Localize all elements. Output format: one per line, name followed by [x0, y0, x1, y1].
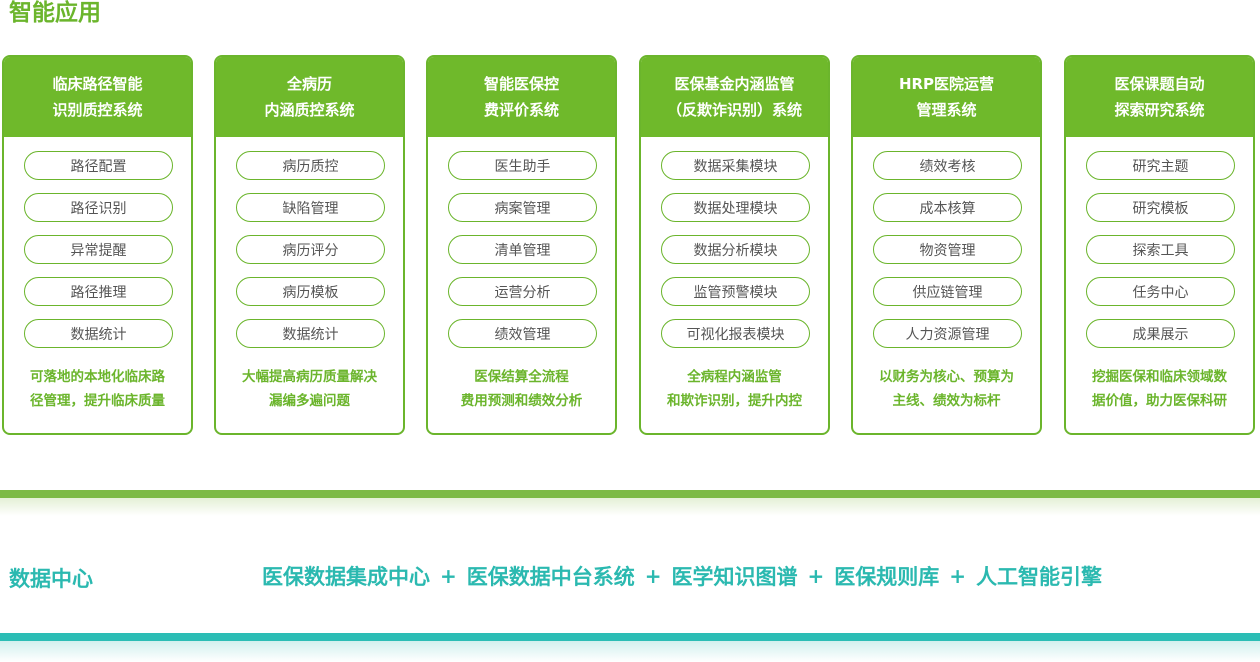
feature-pill[interactable]: 监管预警模块 [661, 277, 810, 306]
card-fund-supervision: 医保基金内涵监管 （反欺诈识别）系统 数据采集模块 数据处理模块 数据分析模块 … [639, 55, 830, 435]
card-title: 医保课题自动 探索研究系统 [1066, 57, 1253, 137]
card-title: 智能医保控 费评价系统 [428, 57, 615, 137]
data-center-label: 数据中心 [9, 567, 93, 591]
bottom-band [0, 633, 1260, 641]
plus-separator: + [440, 564, 457, 588]
feature-pill[interactable]: 成本核算 [873, 193, 1022, 222]
bottom-shadow [0, 641, 1260, 662]
feature-pill[interactable]: 数据统计 [236, 319, 385, 348]
feature-pill[interactable]: 清单管理 [448, 235, 597, 264]
card-hrp-operations: HRP医院运营 管理系统 绩效考核 成本核算 物资管理 供应链管理 人力资源管理… [851, 55, 1042, 435]
data-center-item: 医保数据集成中心 [262, 565, 430, 589]
card-title: 临床路径智能 识别质控系统 [4, 57, 191, 137]
feature-pill[interactable]: 任务中心 [1086, 277, 1235, 306]
card-description: 全病程内涵监管 和欺诈识别，提升内控 [667, 369, 802, 409]
feature-pill[interactable]: 数据采集模块 [661, 151, 810, 180]
feature-pill[interactable]: 供应链管理 [873, 277, 1022, 306]
feature-pill[interactable]: 路径配置 [24, 151, 173, 180]
data-center-item: 医学知识图谱 [671, 565, 798, 589]
feature-pill[interactable]: 绩效考核 [873, 151, 1022, 180]
card-description: 可落地的本地化临床路 径管理，提升临床质量 [30, 369, 165, 409]
feature-pill[interactable]: 绩效管理 [448, 319, 597, 348]
plus-separator: + [644, 564, 662, 588]
divider-shadow [0, 498, 1260, 516]
card-insurance-cost-control: 智能医保控 费评价系统 医生助手 病案管理 清单管理 运营分析 绩效管理 医保结… [426, 55, 617, 435]
data-center-item: 人工智能引擎 [976, 565, 1103, 589]
feature-pill[interactable]: 路径识别 [24, 193, 173, 222]
card-description: 挖掘医保和临床领域数 据价值，助力医保科研 [1092, 369, 1227, 409]
feature-pill[interactable]: 病案管理 [448, 193, 597, 222]
card-medical-record-qc: 全病历 内涵质控系统 病历质控 缺陷管理 病历评分 病历模板 数据统计 大幅提高… [214, 55, 405, 435]
feature-pill[interactable]: 数据处理模块 [661, 193, 810, 222]
feature-pill[interactable]: 人力资源管理 [873, 319, 1022, 348]
feature-pill[interactable]: 数据统计 [24, 319, 173, 348]
card-research-exploration: 医保课题自动 探索研究系统 研究主题 研究模板 探索工具 任务中心 成果展示 挖… [1064, 55, 1255, 435]
card-title: 全病历 内涵质控系统 [216, 57, 403, 137]
card-title: 医保基金内涵监管 （反欺诈识别）系统 [641, 57, 828, 137]
feature-pill[interactable]: 可视化报表模块 [661, 319, 810, 348]
divider-band [0, 490, 1260, 498]
feature-pill[interactable]: 病历评分 [236, 235, 385, 264]
feature-pill[interactable]: 成果展示 [1086, 319, 1235, 348]
card-description: 以财务为核心、预算为 主线、绩效为标杆 [879, 369, 1014, 409]
feature-pill[interactable]: 数据分析模块 [661, 235, 810, 264]
plus-separator: + [949, 564, 967, 588]
feature-pill[interactable]: 探索工具 [1086, 235, 1235, 264]
data-center-items: 医保数据集成中心 + 医保数据中台系统 + 医学知识图谱 + 医保规则库 + 人… [262, 561, 1102, 591]
data-center-item: 医保规则库 [834, 565, 940, 589]
card-description: 医保结算全流程 费用预测和绩效分析 [460, 369, 583, 409]
feature-pill[interactable]: 物资管理 [873, 235, 1022, 264]
feature-pill[interactable]: 异常提醒 [24, 235, 173, 264]
feature-pill[interactable]: 研究主题 [1086, 151, 1235, 180]
section-title: 智能应用 [9, 0, 101, 26]
feature-pill[interactable]: 缺陷管理 [236, 193, 385, 222]
card-description: 大幅提高病历质量解决 漏编多遍问题 [242, 369, 377, 409]
feature-pill[interactable]: 病历质控 [236, 151, 385, 180]
plus-separator: + [807, 564, 825, 588]
data-center-item: 医保数据中台系统 [466, 565, 635, 589]
feature-pill[interactable]: 医生助手 [448, 151, 597, 180]
feature-pill[interactable]: 病历模板 [236, 277, 385, 306]
feature-pill[interactable]: 研究模板 [1086, 193, 1235, 222]
card-clinical-pathway: 临床路径智能 识别质控系统 路径配置 路径识别 异常提醒 路径推理 数据统计 可… [2, 55, 193, 435]
card-title: HRP医院运营 管理系统 [853, 57, 1040, 137]
feature-pill[interactable]: 路径推理 [24, 277, 173, 306]
feature-pill[interactable]: 运营分析 [448, 277, 597, 306]
